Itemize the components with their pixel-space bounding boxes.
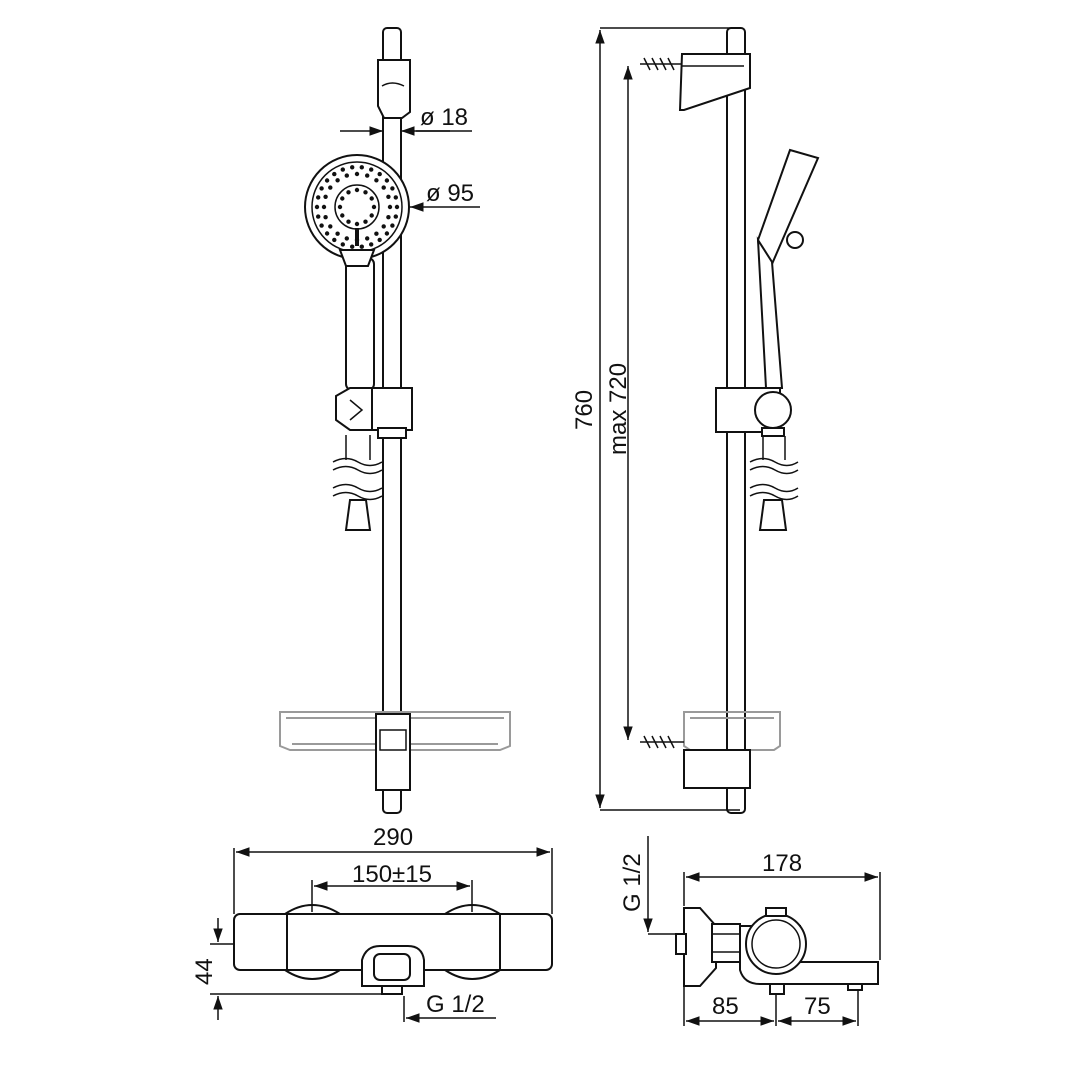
label-mixer-width: 290 — [373, 824, 413, 851]
dim-side-depth: 178 — [683, 850, 881, 960]
nozzle-dot — [374, 178, 379, 183]
dim-overall-height: 760 — [571, 27, 740, 811]
nozzle-dot — [390, 186, 395, 191]
dim-side-left: 85 — [683, 986, 859, 1026]
nozzle-dot — [359, 165, 364, 170]
nozzle-dot — [324, 178, 330, 183]
label-head-diameter: ø 95 — [426, 180, 474, 207]
nozzle-dot — [354, 171, 360, 177]
label-connection-spacing: 150±15 — [352, 861, 432, 888]
nozzle-dot — [350, 165, 355, 170]
side-mixer-handle — [745, 913, 807, 975]
nozzle-dot — [384, 178, 390, 183]
nozzle-dot — [354, 221, 360, 227]
label-bar-diameter: ø 18 — [420, 104, 468, 131]
nozzle-dot — [344, 236, 349, 241]
label-side-left: 85 — [712, 993, 739, 1020]
dim-mixer-height: 44 — [191, 918, 384, 1020]
dim-bar-diameter: ø 18 — [340, 104, 472, 136]
nozzle-dot — [316, 214, 321, 219]
nozzle-dot — [350, 244, 355, 249]
nozzle-dot — [377, 171, 382, 177]
nozzle-dot — [369, 196, 374, 201]
side-soap-dish — [683, 711, 781, 751]
nozzle-dot — [390, 223, 395, 228]
side-view-shower-set — [640, 27, 820, 814]
side-hand-shower — [756, 148, 820, 266]
front-top-bracket — [377, 59, 411, 119]
front-view-mixer — [233, 904, 553, 995]
dim-mixer-width: 290 — [233, 824, 553, 914]
front-shower-head — [304, 154, 410, 267]
nozzle-dot — [340, 167, 345, 172]
nozzle-dot — [359, 244, 364, 249]
label-max-spacing: max 720 — [605, 363, 632, 455]
side-bottom-bracket — [683, 749, 751, 789]
nozzle-dot — [369, 167, 374, 172]
label-side-thread: G 1/2 — [619, 853, 646, 912]
nozzle-dot — [328, 185, 333, 190]
side-bottom-anchor — [640, 735, 684, 749]
label-mixer-height: 44 — [191, 958, 218, 985]
nozzle-dot — [346, 219, 351, 224]
side-top-anchor — [640, 57, 682, 71]
front-bottom-bracket — [375, 713, 411, 791]
nozzle-dot — [386, 194, 391, 199]
nozzle-dot — [365, 236, 370, 241]
label-overall-height: 760 — [571, 390, 598, 430]
front-holder-slider — [335, 387, 413, 439]
nozzle-dot — [335, 231, 340, 236]
side-top-bracket — [678, 53, 751, 111]
nozzle-dot — [369, 242, 374, 247]
nozzle-dot — [323, 215, 328, 220]
nozzle-dot — [346, 190, 351, 195]
nozzle-dot — [393, 195, 398, 200]
nozzle-dot — [377, 237, 382, 243]
nozzle-dot — [340, 242, 345, 247]
nozzle-dot — [328, 224, 333, 229]
label-side-right: 75 — [804, 993, 831, 1020]
nozzle-dot — [384, 231, 390, 236]
nozzle-dot — [319, 186, 324, 191]
label-outlet-thread: G 1/2 — [426, 991, 485, 1018]
nozzle-dot — [381, 224, 386, 229]
nozzle-dot — [344, 173, 349, 178]
nozzle-dot — [337, 204, 343, 210]
nozzle-dot — [365, 173, 370, 178]
label-side-depth: 178 — [762, 850, 802, 877]
nozzle-dot — [393, 214, 398, 219]
nozzle-dot — [387, 204, 393, 210]
nozzle-dot — [386, 215, 391, 220]
nozzle-dot — [321, 204, 327, 210]
front-soap-dish — [279, 711, 511, 751]
nozzle-dot — [369, 213, 374, 218]
nozzle-dot — [332, 237, 337, 243]
dim-max-spacing: max 720 — [605, 66, 633, 740]
dim-head-diameter: ø 95 — [410, 180, 480, 212]
nozzle-dot — [363, 219, 368, 224]
nozzle-dot — [340, 196, 345, 201]
nozzle-dot — [381, 185, 386, 190]
dim-outlet-thread: G 1/2 — [403, 991, 496, 1023]
nozzle-dot — [316, 195, 321, 200]
nozzle-dot — [371, 204, 377, 210]
nozzle-dot — [363, 190, 368, 195]
nozzle-dot — [319, 223, 324, 228]
dim-connection-spacing: 150±15 — [311, 861, 473, 912]
front-shower-handle — [345, 257, 375, 391]
side-view-mixer — [675, 907, 879, 995]
nozzle-dot — [374, 231, 379, 236]
nozzle-dot — [323, 194, 328, 199]
nozzle-dot — [340, 213, 345, 218]
nozzle-dot — [394, 204, 400, 210]
dim-side-thread: G 1/2 — [619, 836, 676, 935]
nozzle-dot — [314, 204, 320, 210]
front-view-shower-set — [279, 27, 511, 814]
dim-side-right: 75 — [778, 993, 856, 1026]
nozzle-dot — [354, 187, 360, 193]
nozzle-dot — [324, 231, 330, 236]
nozzle-dot — [332, 171, 337, 177]
nozzle-dot — [335, 178, 340, 183]
